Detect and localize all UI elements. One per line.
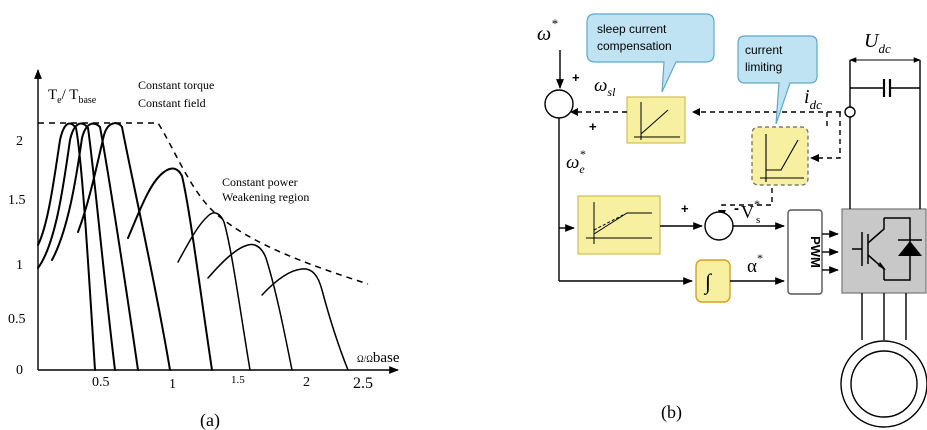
torque-curve-4 xyxy=(77,122,171,371)
region-constant-power-line1: Constant power xyxy=(222,175,298,189)
i-dc-label: idc xyxy=(804,86,822,112)
pwm-label: PWM xyxy=(808,236,823,268)
x-tick-0.5: 0.5 xyxy=(92,375,110,390)
figure-b-caption: (b) xyxy=(661,402,682,423)
omega-reference: ω* xyxy=(537,16,558,45)
x-axis-label: Ω/Ωbase xyxy=(357,350,400,366)
diode-symbol xyxy=(898,241,922,256)
x-tick-2.5: 2.5 xyxy=(353,375,373,392)
y-axis-label: Te/ Tbase xyxy=(48,87,97,106)
plus-sign-3: + xyxy=(681,201,689,216)
torque-speed-chart: Te/ Tbase Ω/Ωbase 0 0.5 1 1.5 2 0.5 1 1.… xyxy=(8,69,400,430)
region-constant-power-line2: Weakening region xyxy=(222,190,309,204)
v-s-label: V*s xyxy=(741,197,760,226)
x-tick-1: 1 xyxy=(169,377,176,392)
torque-curve-8 xyxy=(261,268,349,371)
torque-curve-2 xyxy=(37,122,116,371)
integrator-symbol: ∫ xyxy=(703,269,713,295)
minus-sign: - xyxy=(734,200,739,217)
y-tick-2: 2 xyxy=(16,134,23,149)
x-tick-1.5: 1.5 xyxy=(231,374,245,386)
u-dc-label: Udc xyxy=(864,30,891,56)
torque-curve-5 xyxy=(127,167,213,371)
region-constant-torque-line1: Constant torque xyxy=(138,78,214,92)
callout-limit-line2: limiting xyxy=(745,60,782,74)
alpha-label: α* xyxy=(747,251,763,277)
callout-slip-line1: sleep current xyxy=(597,22,667,36)
volts-per-hertz-block xyxy=(577,195,661,255)
y-tick-0.5: 0.5 xyxy=(8,312,26,327)
motor-symbol xyxy=(840,293,927,428)
callout-slip-compensation: sleep current compensation xyxy=(586,13,715,93)
omega-e-label: ω*e xyxy=(566,147,585,176)
y-tick-1.5: 1.5 xyxy=(8,193,26,208)
plus-sign-1: + xyxy=(572,70,580,85)
figure-a-caption: (a) xyxy=(200,410,220,430)
control-block-diagram: ω* + + ωsl xyxy=(537,13,927,428)
integrator-block xyxy=(695,259,731,303)
torque-curve-6 xyxy=(177,212,251,371)
omega-sl-label: ωsl xyxy=(594,75,616,99)
callout-current-limiting: current limiting xyxy=(737,35,818,125)
summing-junction-voltage xyxy=(704,211,734,241)
region-constant-torque-line2: Constant field xyxy=(138,96,206,110)
torque-curve-1 xyxy=(37,122,96,371)
y-tick-0: 0 xyxy=(16,363,23,378)
x-tick-2: 2 xyxy=(303,375,310,390)
plus-sign-2: + xyxy=(589,119,597,134)
current-sensor xyxy=(844,106,856,118)
callout-slip-line2: compensation xyxy=(597,39,672,53)
current-limiting-block xyxy=(751,126,809,186)
callout-limit-line1: current xyxy=(745,43,783,57)
torque-curve-3 xyxy=(51,122,139,371)
summing-junction-speed xyxy=(544,89,574,119)
torque-envelope-dashed xyxy=(38,122,369,285)
dashed-feedback-limit xyxy=(812,112,841,159)
torque-curve-7 xyxy=(207,243,293,371)
y-tick-1: 1 xyxy=(16,258,23,273)
